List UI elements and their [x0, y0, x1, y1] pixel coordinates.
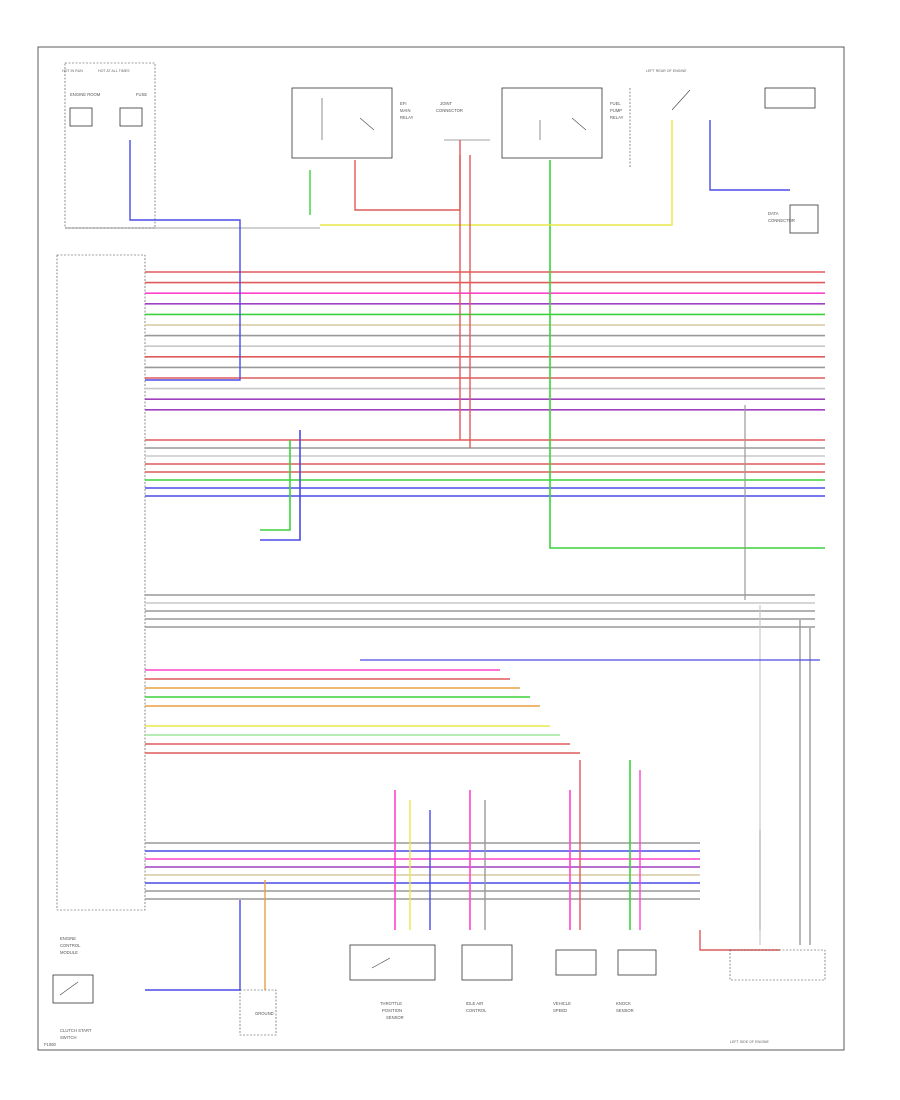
svg-text:SENSOR: SENSOR: [616, 1008, 634, 1013]
svg-text:POSITION: POSITION: [382, 1008, 402, 1013]
svg-text:CONNECTOR: CONNECTOR: [768, 218, 795, 223]
svg-text:VEHICLE: VEHICLE: [553, 1001, 571, 1006]
diagram-frame: [37, 46, 845, 1051]
svg-text:SENSOR: SENSOR: [386, 1015, 404, 1020]
wire-blue-top: [129, 140, 241, 381]
svg-text:LEFT SIDE OF ENGINE: LEFT SIDE OF ENGINE: [730, 1040, 769, 1044]
wire-red-ground: [699, 930, 780, 951]
wire-bundle: [129, 120, 825, 991]
svg-text:MODULE: MODULE: [60, 950, 78, 955]
ecm-box: [56, 254, 146, 911]
throttle-position-sensor: THROTTLE POSITION SENSOR: [349, 944, 436, 1020]
svg-text:PUMP: PUMP: [610, 108, 622, 113]
wire-yellow-top: [320, 120, 673, 226]
fuel-level-sensor: LEFT REAR OF ENGINE: [646, 69, 691, 111]
svg-text:FUSE: FUSE: [136, 92, 147, 97]
svg-text:HOT IN RUN: HOT IN RUN: [62, 69, 83, 73]
svg-text:THROTTLE: THROTTLE: [380, 1001, 402, 1006]
joint-connector-top: JOINT CONNECTOR: [436, 101, 490, 141]
wire-green-drop: [549, 160, 825, 549]
efi-relay: EFI MAIN RELAY: [291, 87, 414, 159]
svg-text:SPEED: SPEED: [553, 1008, 567, 1013]
wire-blue-dlc: [709, 120, 790, 191]
svg-text:ENGINE: ENGINE: [60, 936, 76, 941]
svg-text:IDLE AIR: IDLE AIR: [466, 1001, 483, 1006]
svg-text:FUEL: FUEL: [610, 101, 621, 106]
svg-text:HOT AT ALL TIMES: HOT AT ALL TIMES: [98, 69, 130, 73]
ground-connector: LEFT SIDE OF ENGINE: [729, 949, 826, 1044]
wire-blue-loop: [260, 430, 301, 541]
circuit-opening-relay: FUEL PUMP RELAY: [501, 87, 631, 168]
svg-text:RELAY: RELAY: [610, 115, 624, 120]
vehicle-speed-sensor: VEHICLE SPEED: [553, 949, 597, 1013]
wire-red-top: [354, 140, 461, 211]
knock-sensor: KNOCK SENSOR: [616, 949, 657, 1013]
top-fuse-block: HOT IN RUN HOT AT ALL TIMES ENGINE ROOM …: [62, 62, 320, 229]
svg-text:RELAY: RELAY: [400, 115, 414, 120]
svg-text:CLUTCH START: CLUTCH START: [60, 1028, 92, 1033]
svg-text:EFI: EFI: [400, 101, 407, 106]
svg-text:SWITCH: SWITCH: [60, 1035, 77, 1040]
footer-code: F1060: [44, 1042, 57, 1047]
svg-text:GROUND: GROUND: [255, 1011, 274, 1016]
svg-text:MAIN: MAIN: [400, 108, 410, 113]
data-link-connector: DATA CONNECTOR: [764, 87, 819, 234]
svg-text:LEFT REAR OF ENGINE: LEFT REAR OF ENGINE: [646, 69, 687, 73]
svg-text:KNOCK: KNOCK: [616, 1001, 631, 1006]
wire-green-loop: [260, 440, 291, 531]
svg-text:CONTROL: CONTROL: [466, 1008, 487, 1013]
svg-text:DATA: DATA: [768, 211, 779, 216]
neutral-switch: CLUTCH START SWITCH: [52, 974, 94, 1040]
svg-text:ENGINE ROOM: ENGINE ROOM: [70, 92, 101, 97]
ground-point-bottom: GROUND: [239, 989, 277, 1036]
svg-text:JOINT: JOINT: [440, 101, 453, 106]
wire-blue-clutch: [145, 900, 241, 991]
idle-air-control-valve: IDLE AIR CONTROL: [461, 944, 513, 1013]
svg-text:CONNECTOR: CONNECTOR: [436, 108, 463, 113]
svg-text:CONTROL: CONTROL: [60, 943, 81, 948]
